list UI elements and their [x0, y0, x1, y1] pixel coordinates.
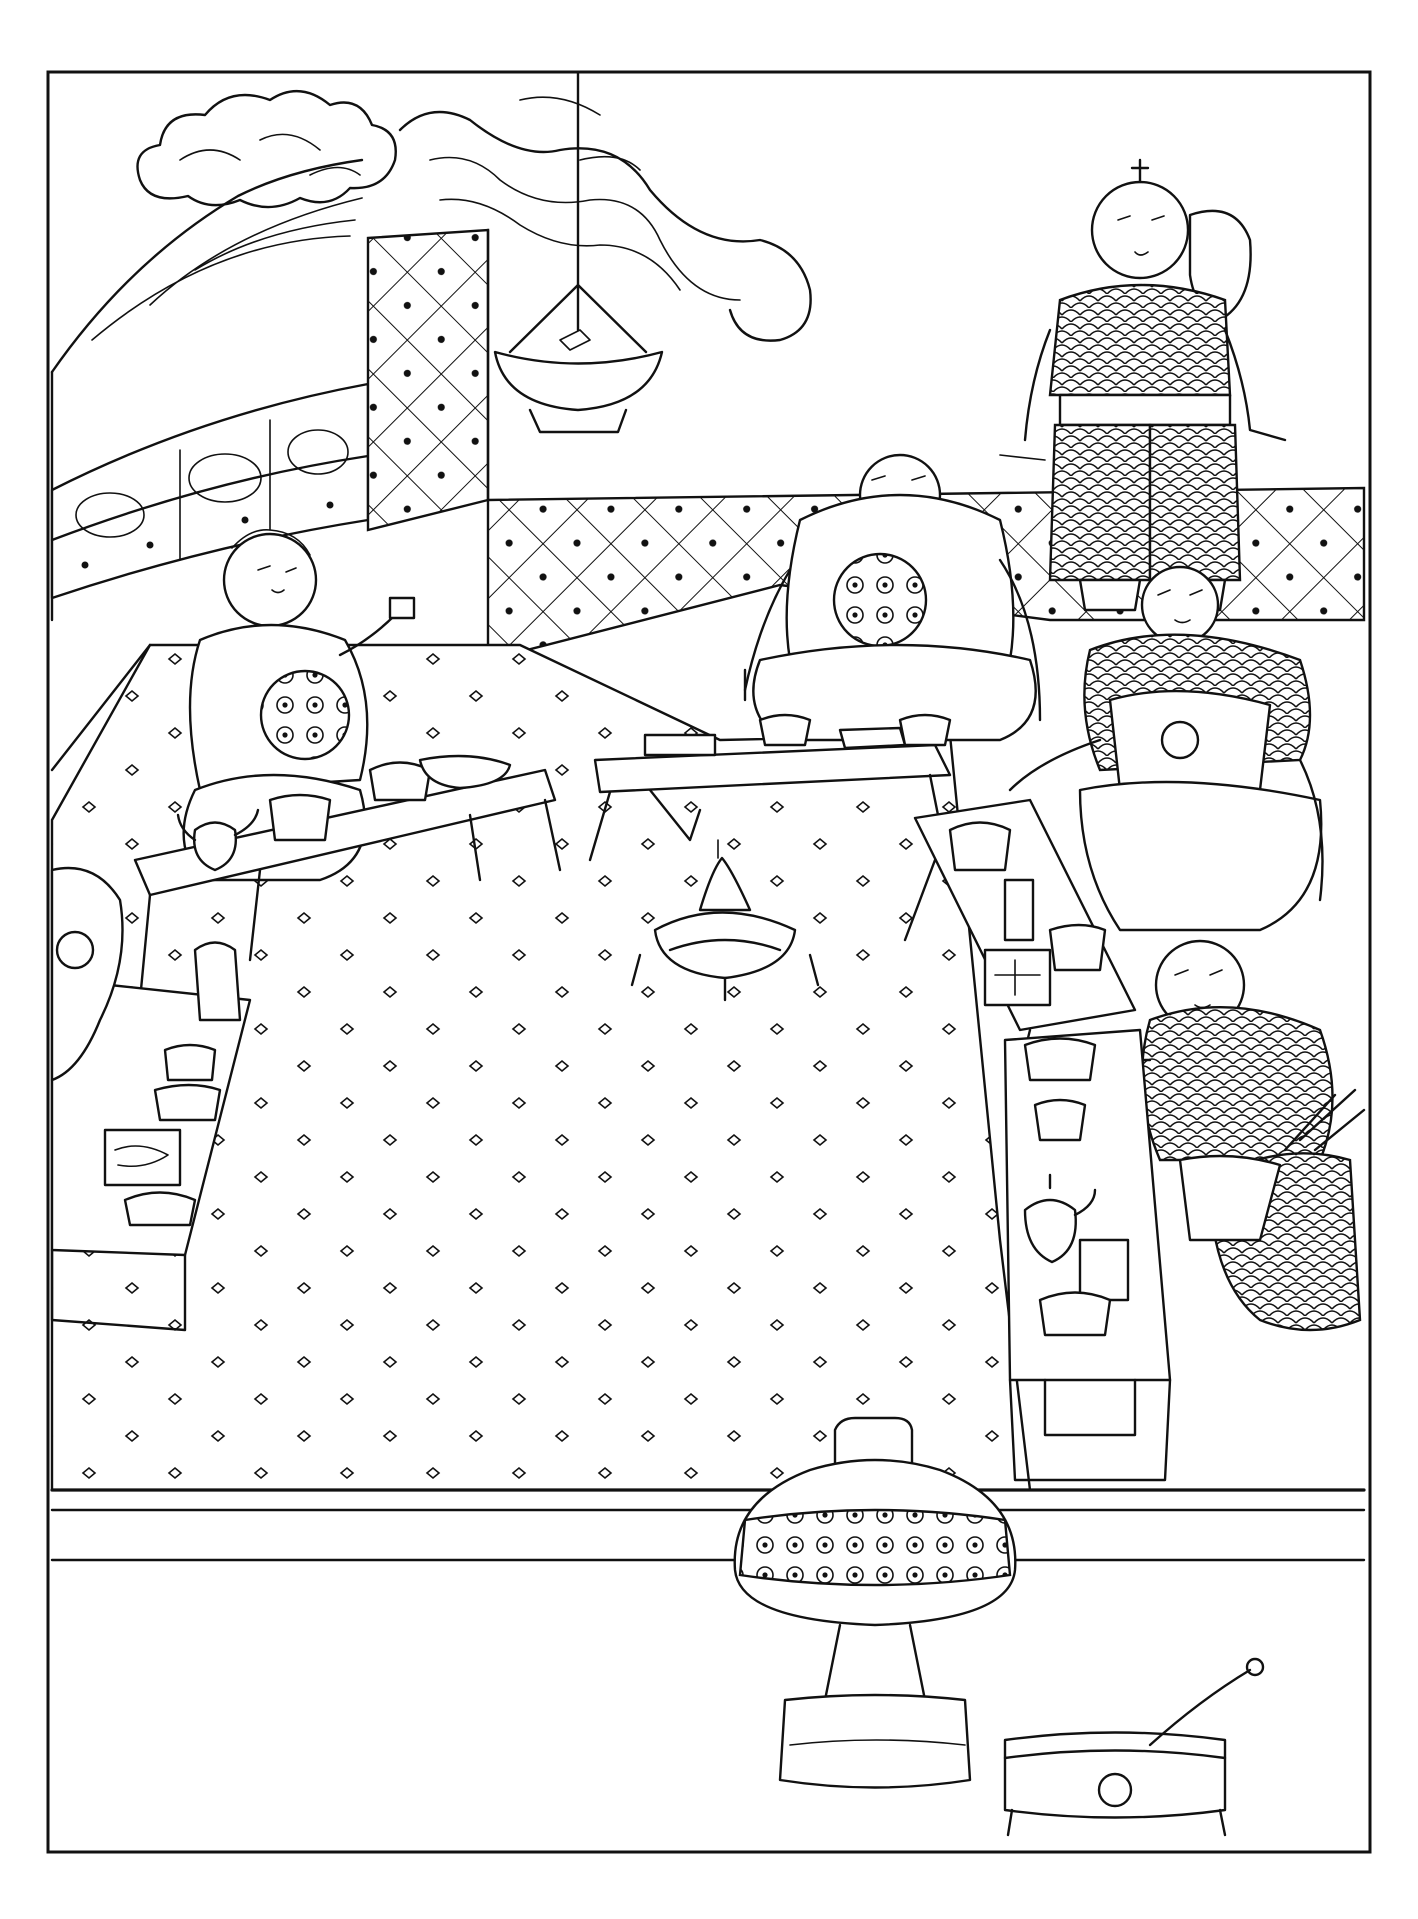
smoke-clouds [136, 89, 812, 342]
balustrade [50, 382, 370, 600]
floor-trough [1003, 1657, 1265, 1837]
table-left [133, 754, 562, 1002]
table-right-lower [1003, 1028, 1172, 1482]
guard-standing-right [999, 158, 1287, 612]
frame-border [46, 70, 1372, 1854]
warrior-lower-right [1088, 939, 1366, 1332]
floor-border [50, 1488, 1366, 1562]
carpet-edge [50, 643, 152, 772]
commander-center [743, 453, 1042, 742]
floor-vessel [733, 1416, 1017, 1789]
warrior-kneeling-right [1008, 565, 1324, 932]
partial-figure-left [50, 866, 124, 1082]
table-center [588, 668, 952, 862]
central-brazier [630, 839, 820, 1002]
table-right-upper [903, 798, 1137, 1072]
hanging-incense-burner [493, 70, 664, 434]
